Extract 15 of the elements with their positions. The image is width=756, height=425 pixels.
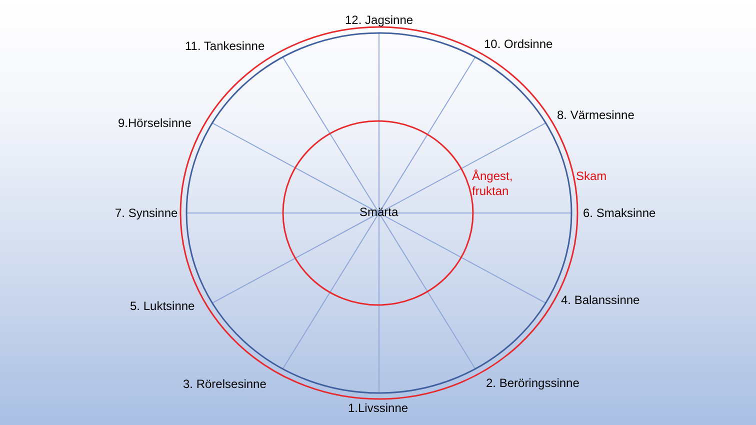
- sense-label: 1.Livssinne: [348, 401, 408, 415]
- center-label: Smärta: [360, 205, 398, 219]
- sense-label: 2. Beröringssinne: [486, 376, 580, 390]
- sense-label: 12. Jagsinne: [345, 13, 414, 27]
- emotion-label: Ångest, fruktan: [472, 169, 514, 199]
- sense-label: 5. Luktsinne: [130, 299, 195, 313]
- sense-label: 7. Synsinne: [115, 206, 178, 220]
- sense-label: 3. Rörelsesinne: [183, 377, 266, 391]
- sense-label: 11. Tankesinne: [185, 39, 265, 53]
- sense-label: 6. Smaksinne: [583, 206, 656, 220]
- sense-label: 8. Värmesinne: [557, 108, 634, 122]
- sense-label: 9.Hörselsinne: [118, 116, 192, 130]
- sense-label: 4. Balanssinne: [561, 293, 640, 307]
- sense-label: 10. Ordsinne: [484, 37, 553, 51]
- emotion-label: Skam: [576, 169, 607, 183]
